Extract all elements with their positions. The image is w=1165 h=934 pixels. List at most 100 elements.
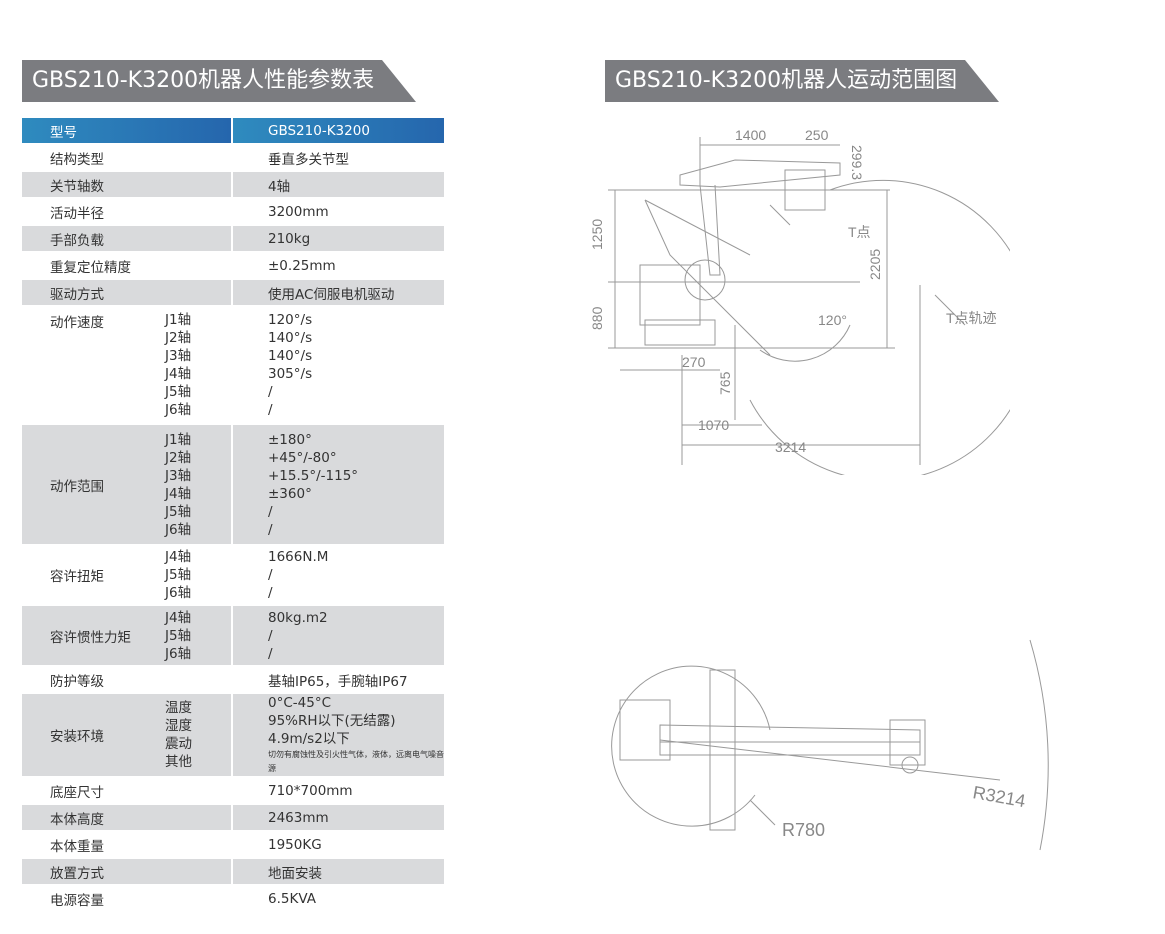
- text-cell: /: [268, 503, 273, 520]
- text-cell: T点轨迹: [946, 310, 997, 326]
- text-cell: 容许惯性力矩: [50, 629, 131, 646]
- text-cell: J4轴: [165, 609, 192, 626]
- text-cell: /: [268, 585, 273, 601]
- text-cell: J4轴: [165, 549, 192, 565]
- text-cell: 动作速度: [50, 315, 104, 331]
- text-cell: 防护等级: [22, 667, 233, 692]
- text-cell: /: [268, 627, 273, 644]
- text-cell: J4轴: [165, 485, 192, 502]
- text-cell: J5轴: [165, 627, 192, 644]
- text-cell: /: [268, 402, 273, 418]
- text-cell: 动作范围: [50, 478, 104, 495]
- text-cell: 1400: [735, 127, 766, 143]
- table-row: 放置方式地面安装: [22, 859, 444, 884]
- text-cell: 切勿有腐蚀性及引火性气体，液体，远离电气噪音源: [268, 750, 444, 773]
- table-row: 驱动方式使用AC伺服电机驱动: [22, 280, 444, 305]
- text-cell: 本体高度: [22, 805, 233, 830]
- text-cell: 手部负载: [22, 226, 233, 251]
- text-cell: 880: [590, 306, 605, 330]
- text-cell: /: [268, 645, 273, 662]
- text-cell: T点: [848, 224, 871, 240]
- text-cell: J2轴: [165, 449, 192, 466]
- text-cell: 120°/s: [268, 312, 313, 328]
- text-cell: GBS210-K3200: [233, 118, 444, 143]
- text-cell: 温度: [165, 700, 192, 716]
- text-cell: 250: [805, 127, 829, 143]
- text-cell: 本体重量: [22, 832, 233, 857]
- text-cell: 4轴: [233, 172, 444, 197]
- text-cell: 3200mm: [233, 199, 444, 224]
- text-cell: /: [268, 384, 273, 400]
- text-cell: 电源容量: [22, 886, 233, 911]
- text-cell: J6轴: [165, 585, 192, 601]
- text-cell: 型号: [22, 118, 233, 143]
- text-cell: ±360°: [268, 485, 312, 502]
- text-cell: J6轴: [165, 521, 192, 538]
- text-cell: J4轴: [165, 366, 192, 382]
- table-row: 防护等级基轴IP65，手腕轴IP67: [22, 667, 444, 692]
- text-cell: J6轴: [165, 402, 192, 418]
- text-cell: 其他: [165, 754, 192, 770]
- text-cell: /: [268, 521, 273, 538]
- text-cell: 95%RH以下(无结露): [268, 713, 396, 729]
- text-cell: 765: [717, 371, 733, 395]
- text-cell: 2205: [867, 249, 883, 280]
- text-cell: 2463mm: [233, 805, 444, 830]
- text-cell: 3214: [775, 439, 806, 455]
- text-cell: 结构类型: [22, 145, 233, 170]
- text-cell: 1070: [698, 417, 729, 433]
- text-cell: +45°/-80°: [268, 449, 337, 466]
- text-cell: 震动: [165, 736, 192, 752]
- text-cell: J2轴: [165, 330, 192, 346]
- text-cell: 重复定位精度: [22, 253, 233, 278]
- text-cell: J3轴: [165, 467, 192, 484]
- text-cell: 驱动方式: [22, 280, 233, 305]
- table-row: 重复定位精度±0.25mm: [22, 253, 444, 278]
- text-cell: 底座尺寸: [22, 778, 233, 803]
- text-cell: J1轴: [165, 431, 192, 448]
- text-cell: 地面安装: [233, 859, 444, 884]
- text-cell: 放置方式: [22, 859, 233, 884]
- text-cell: R780: [782, 820, 825, 840]
- text-cell: ±0.25mm: [233, 253, 444, 278]
- text-cell: 基轴IP65，手腕轴IP67: [233, 667, 444, 692]
- text-cell: ±180°: [268, 431, 312, 448]
- text-cell: 湿度: [165, 718, 192, 734]
- text-cell: J5轴: [165, 567, 192, 583]
- text-cell: 210kg: [233, 226, 444, 251]
- text-cell: 4.9m/s2以下: [268, 731, 350, 747]
- text-cell: J6轴: [165, 645, 192, 662]
- range-title: GBS210-K3200机器人运动范围图: [605, 60, 999, 102]
- text-cell: 120°: [818, 312, 847, 328]
- table-row: 结构类型垂直多关节型: [22, 145, 444, 170]
- text-cell: 299.3: [849, 145, 865, 180]
- text-cell: J3轴: [165, 348, 192, 364]
- text-cell: +15.5°/-115°: [268, 467, 359, 484]
- text-cell: /: [268, 567, 273, 583]
- side-view-diagram: 1400 250 299.3 1250 880 2205 270 765 107…: [590, 127, 1010, 475]
- text-cell: 1250: [590, 219, 605, 250]
- text-cell: 1950KG: [233, 832, 444, 857]
- params-title: GBS210-K3200机器人性能参数表: [22, 60, 416, 102]
- text-cell: 容许扭矩: [50, 569, 104, 585]
- top-view-diagram: R3214 R780: [611, 639, 1049, 851]
- text-cell: 关节轴数: [22, 172, 233, 197]
- text-cell: 140°/s: [268, 348, 313, 364]
- text-cell: 710*700mm: [233, 778, 444, 803]
- text-cell: 305°/s: [268, 366, 313, 382]
- text-cell: 270: [682, 354, 706, 370]
- text-cell: 安装环境: [50, 729, 104, 745]
- text-cell: J5轴: [165, 384, 192, 400]
- text-cell: 140°/s: [268, 330, 313, 346]
- text-cell: 1666N.M: [268, 549, 329, 565]
